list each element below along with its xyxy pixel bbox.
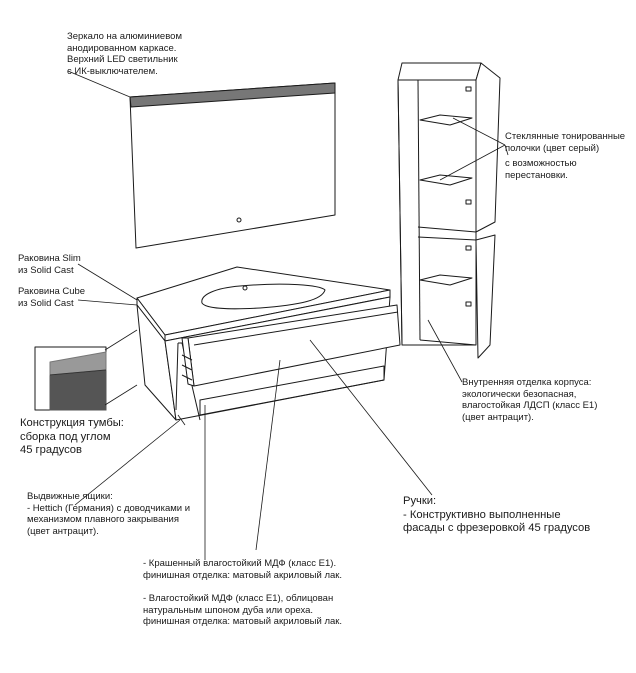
interior-finish-label: Внутренняя отделка корпуса:экологически …	[462, 377, 598, 423]
cabinet-construction-label: Конструкция тумбы:сборка под углом 45 гр…	[20, 417, 124, 456]
mirror	[129, 82, 336, 249]
finish-painted-label: - Крашенный влагостойкий МДФ (класс Е1).…	[143, 558, 343, 581]
handles-label: Ручки:- Конструктивно выполненные фасады…	[403, 495, 591, 534]
drawers-label: Выдвижные ящики:- Hettich (Германия) с д…	[27, 491, 191, 537]
leader-lines	[67, 70, 509, 560]
vanity-cabinet	[136, 266, 401, 421]
tall-cabinet	[397, 62, 501, 359]
ir-switch-icon	[236, 217, 242, 223]
corner-detail-inset	[34, 346, 107, 411]
finish-veneer-label: - Влагостойкий МДФ (класс Е1), облицован…	[143, 593, 343, 627]
